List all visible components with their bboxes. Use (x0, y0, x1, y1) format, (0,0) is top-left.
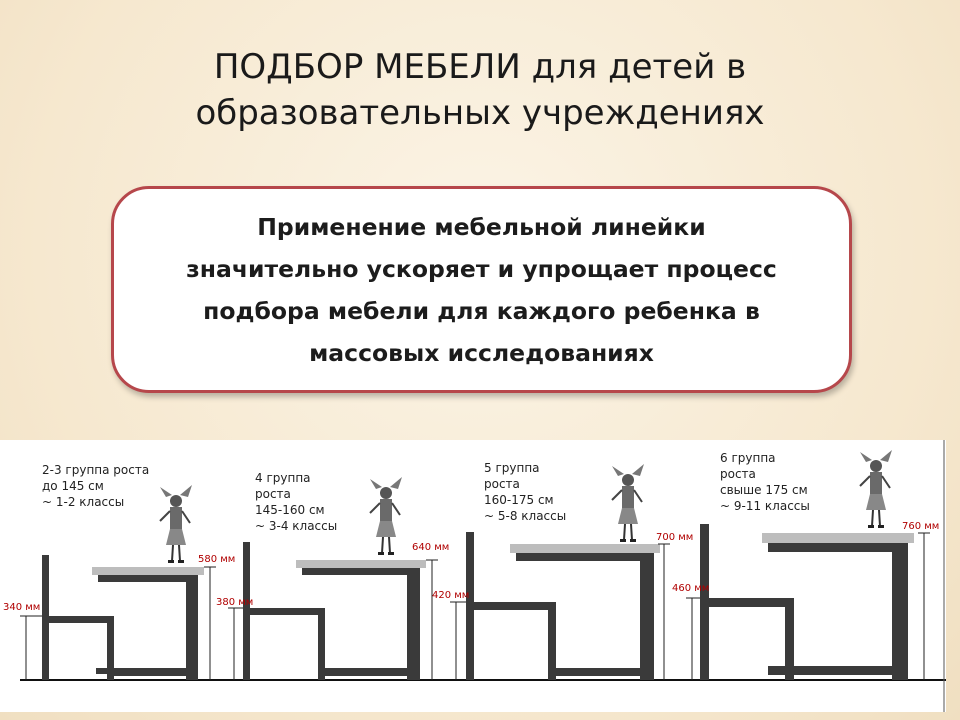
group-1-table-height: 580 мм (198, 554, 235, 565)
child-figure-icon (369, 476, 403, 556)
group-4-table-height: 760 мм (902, 521, 939, 532)
group-2-label-line-3: 145-160 см (255, 503, 325, 517)
callout-line-1: Применение мебельной линейки (257, 212, 706, 241)
callout-line-2: значительно ускоряет и упрощает процесс (186, 254, 777, 283)
group-4-label-line-4: ~ 9-11 классы (720, 499, 810, 513)
group-2-chair-height: 380 мм (216, 597, 253, 608)
group-2: 4 группа роста 145-160 см ~ 3-4 классы 6… (216, 471, 449, 680)
title-line-2: образовательных учреждениях (195, 93, 765, 133)
furniture-ruler-svg: 2-3 группа роста до 145 см ~ 1-2 классы … (3, 440, 946, 712)
group-2-label-line-1: 4 группа (255, 471, 311, 485)
group-1-label-line-1: 2-3 группа роста (42, 463, 149, 477)
group-4-label-line-3: свыше 175 см (720, 483, 808, 497)
group-3: 5 группа роста 160-175 см ~ 5-8 классы 7… (432, 461, 693, 680)
group-3-label-line-2: роста (484, 477, 520, 491)
group-3-label-line-3: 160-175 см (484, 493, 554, 507)
group-3-label-line-1: 5 группа (484, 461, 540, 475)
group-1-label-line-3: ~ 1-2 классы (42, 495, 124, 509)
group-4: 6 группа роста свыше 175 см ~ 9-11 класс… (672, 449, 939, 680)
group-4-chair-height: 460 мм (672, 583, 709, 594)
callout-line-4: массовых исследованиях (309, 338, 654, 367)
child-figure-icon (611, 463, 645, 543)
group-3-chair-height: 420 мм (432, 590, 469, 601)
group-2-table-height: 640 мм (412, 542, 449, 553)
group-4-label-line-2: роста (720, 467, 756, 481)
group-3-table-height: 700 мм (656, 532, 693, 543)
slide-title: ПОДБОР МЕБЕЛИ для детей в образовательны… (110, 44, 850, 136)
group-1: 2-3 группа роста до 145 см ~ 1-2 классы … (3, 463, 235, 680)
group-3-label-line-4: ~ 5-8 классы (484, 509, 566, 523)
callout-line-3: подбора мебели для каждого ребенка в (203, 296, 760, 325)
group-2-label-line-2: роста (255, 487, 291, 501)
furniture-ruler-illustration: 2-3 группа роста до 145 см ~ 1-2 классы … (0, 440, 946, 712)
callout-box: Применение мебельной линейки значительно… (111, 186, 852, 393)
group-1-chair-height: 340 мм (3, 602, 40, 613)
child-figure-icon (159, 484, 193, 564)
group-4-label-line-1: 6 группа (720, 451, 776, 465)
title-line-1: ПОДБОР МЕБЕЛИ для детей в (213, 47, 747, 87)
group-2-label-line-4: ~ 3-4 классы (255, 519, 337, 533)
child-figure-icon (859, 449, 893, 529)
group-1-label-line-2: до 145 см (42, 479, 104, 493)
callout-text: Применение мебельной линейки значительно… (186, 206, 777, 374)
